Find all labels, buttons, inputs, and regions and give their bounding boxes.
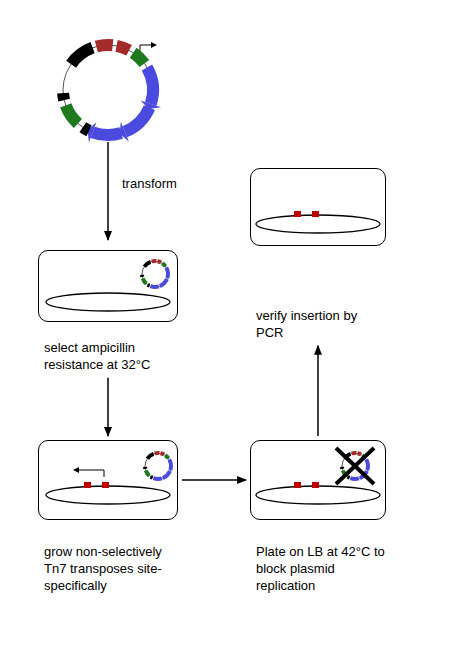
cell-node: Plate on LB at 42°C to block plasmid rep…: [250, 440, 388, 595]
plasmid-segment: [117, 46, 130, 50]
flow-arrow: [182, 479, 246, 481]
plasmid-segment: [151, 477, 153, 478]
plasmid-backbone: [145, 453, 171, 479]
plasmid-segment: [366, 460, 368, 471]
plasmid-segment: [93, 132, 122, 135]
plasmid-segment: [63, 93, 64, 100]
transposition-arrow: [78, 470, 104, 477]
cell-outline: [250, 440, 386, 520]
plasmid-segment: [162, 263, 165, 266]
plasmid-segment: [155, 451, 160, 455]
insertion-mark: [294, 211, 301, 217]
plasmid-segment: [148, 285, 150, 286]
step-caption: verify insertion by PCR: [250, 308, 388, 342]
step-caption: Plate on LB at 42°C to block plasmid rep…: [250, 544, 388, 595]
plasmid-segment: [154, 476, 162, 481]
promoter-arrow-head: [151, 42, 157, 48]
insertion-mark: [312, 482, 319, 488]
plasmid-segment: [152, 259, 157, 263]
plasmid-segment: [348, 477, 350, 478]
plasmid-segment: [165, 455, 168, 458]
step-label: transform: [122, 176, 177, 193]
plasmid-segment: [169, 460, 171, 471]
plasmid-segment: [140, 275, 144, 277]
cell-outline: [38, 440, 178, 520]
plasmid-segment: [83, 127, 89, 130]
step-caption: select ampicillin resistance at 32°C: [38, 340, 174, 374]
plasmid-segment: [143, 278, 147, 283]
plasmid-segment: [351, 476, 359, 481]
chromosome: [46, 486, 170, 504]
flow-arrow: [107, 378, 109, 436]
cross-mark: [336, 448, 374, 484]
step-caption: grow non-selectively Tn7 transposes site…: [38, 544, 174, 595]
plasmid-segment: [160, 279, 167, 286]
plasmid-segment: [133, 53, 144, 64]
cell-node: grow non-selectively Tn7 transposes site…: [38, 440, 178, 595]
promoter-arrow: [140, 45, 152, 52]
chromosome: [256, 215, 380, 233]
plasmid-segment: [71, 48, 92, 64]
chromosome: [256, 486, 380, 504]
plasmid-segment: [151, 284, 159, 289]
cell-outline: [250, 168, 386, 246]
plasmid-segment: [163, 471, 170, 478]
plasmid-segment: [352, 451, 357, 455]
transposition-arrow-head: [73, 467, 79, 473]
plasmid-segment: [166, 268, 168, 279]
plasmid-segment: [144, 262, 150, 267]
insertion-mark: [294, 482, 301, 488]
cell-node: verify insertion by PCR: [250, 168, 388, 342]
plasmid-backbone: [142, 261, 168, 287]
plasmid-segment: [157, 261, 161, 262]
plasmid-backbone: [63, 45, 153, 135]
plasmid-segment: [96, 45, 112, 47]
cell-outline: [38, 250, 178, 322]
plasmid-segment: [147, 454, 153, 459]
chromosome: [46, 293, 170, 311]
plasmid-segment: [340, 467, 344, 469]
plasmid-segment: [160, 453, 164, 454]
plasmid-segment: [146, 470, 150, 475]
plasmid-segment: [66, 105, 78, 123]
insertion-mark: [312, 211, 319, 217]
plasmid-segment: [357, 453, 361, 454]
plasmid-segment: [125, 108, 150, 132]
plasmid-segment: [143, 467, 147, 469]
cell-node: select ampicillin resistance at 32°C: [38, 250, 178, 374]
cross-mark: [336, 448, 374, 484]
transform-arrow: [107, 142, 109, 240]
plasmid-segment: [147, 68, 153, 104]
insertion-mark: [84, 482, 91, 488]
flow-arrow: [317, 346, 319, 436]
insertion-mark: [102, 482, 109, 488]
